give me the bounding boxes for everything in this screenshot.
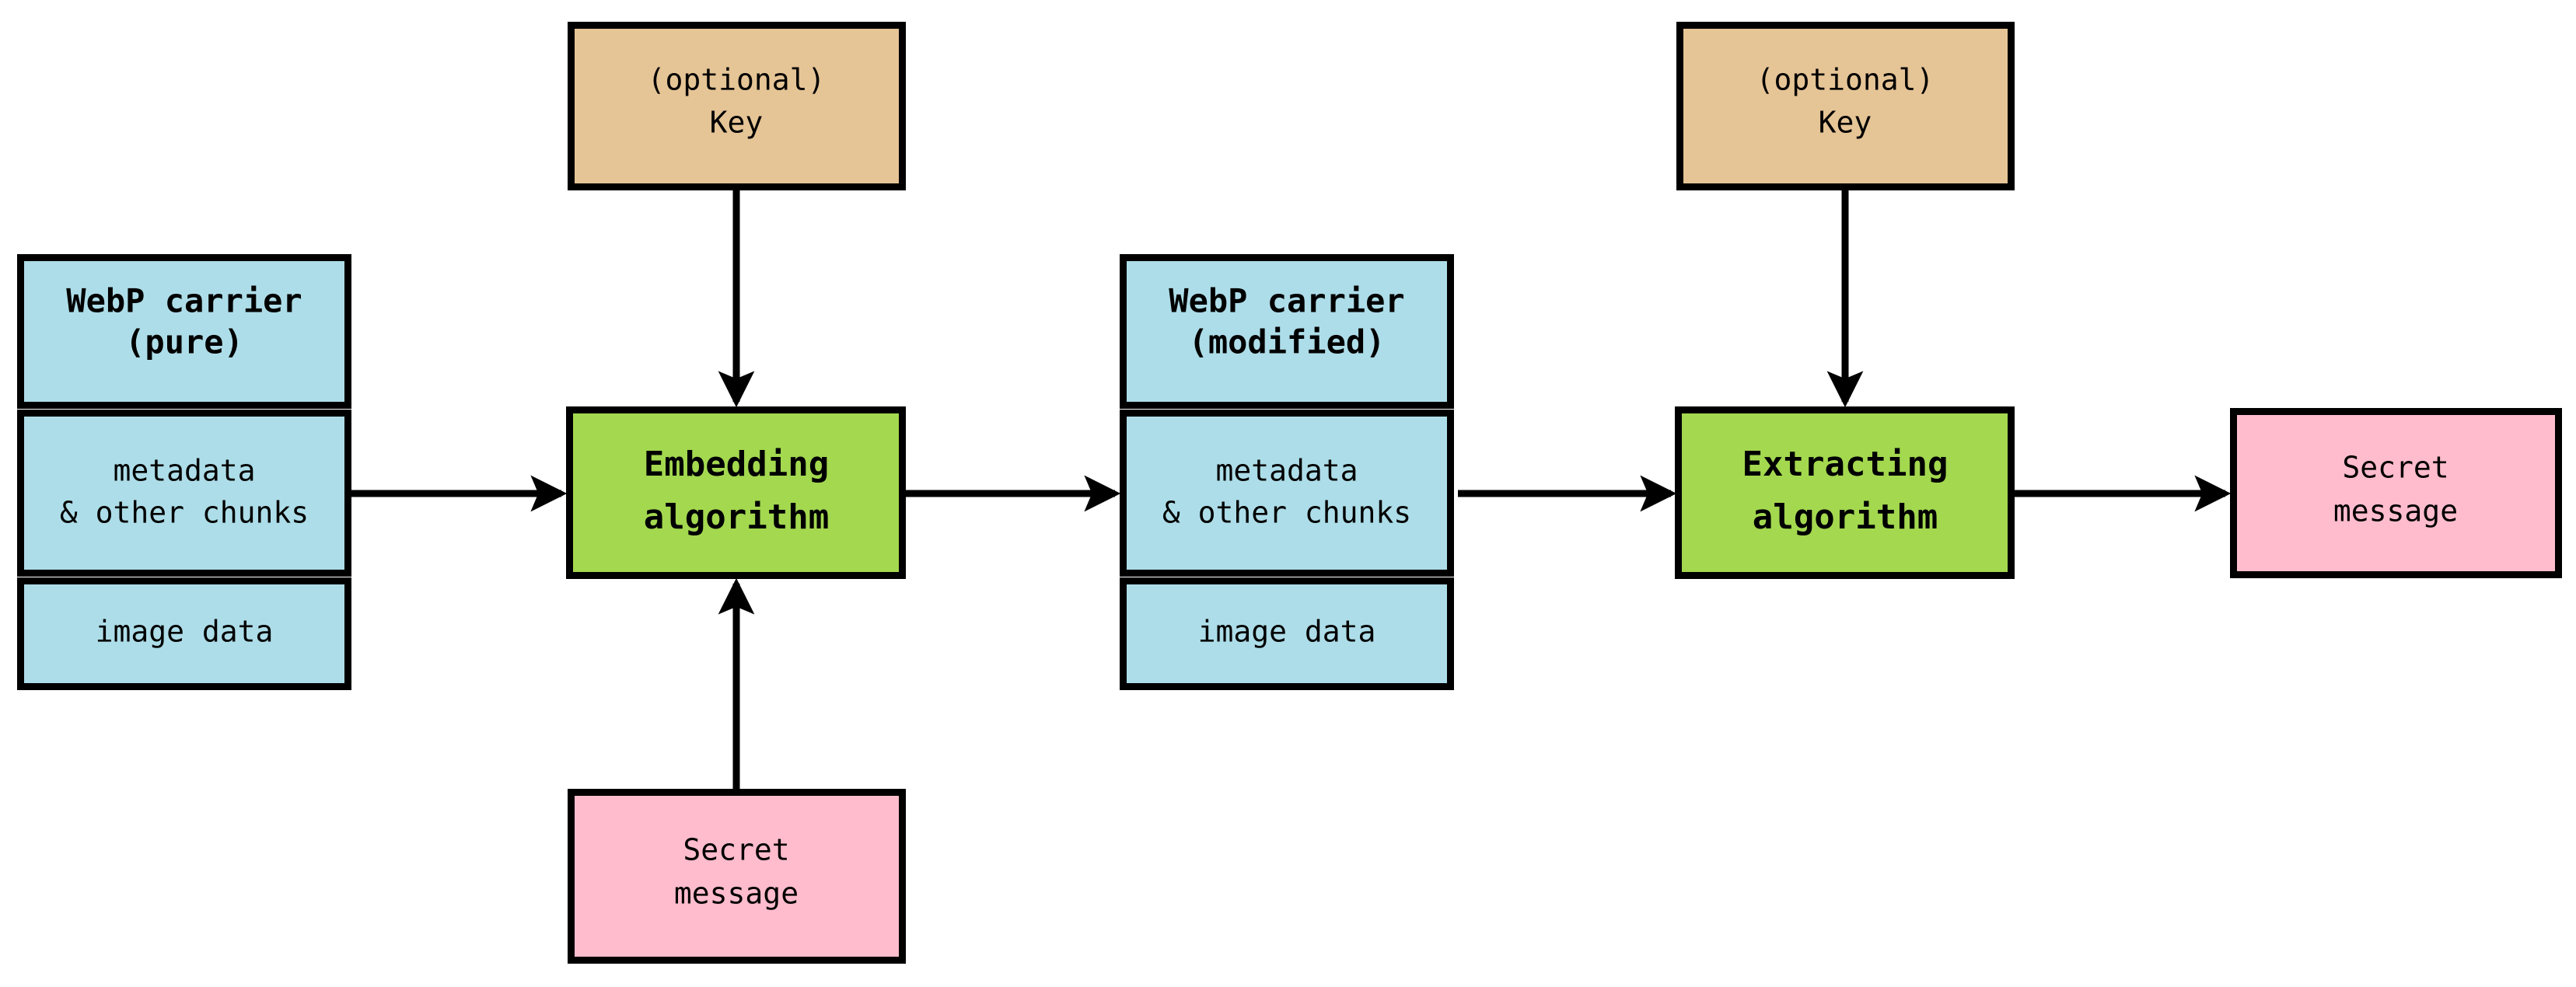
carrier-pure-section-title xyxy=(17,254,351,409)
embedding-algorithm-line1: Embedding xyxy=(644,445,829,484)
carrier-modified-metadata-line1: metadata xyxy=(1215,454,1358,488)
edges-layer xyxy=(351,190,2232,789)
carrier-modified-title-line2: (modified) xyxy=(1189,323,1386,361)
extracting-algorithm-box xyxy=(1675,406,2015,579)
key-extract-line2: Key xyxy=(1819,106,1872,140)
carrier-modified-metadata-line2: & other chunks xyxy=(1162,496,1411,530)
carrier-modified-section-title xyxy=(1120,254,1454,409)
node-embedding-algorithm[interactable]: Embedding algorithm xyxy=(566,406,906,579)
key-embed-line1: (optional) xyxy=(648,63,826,97)
carrier-modified-imagedata-label: image data xyxy=(1198,615,1376,649)
extracting-algorithm-line1: Extracting xyxy=(1742,445,1949,484)
carrier-pure-title-line1: WebP carrier xyxy=(66,282,302,320)
key-extract-line1: (optional) xyxy=(1756,63,1935,97)
carrier-pure-imagedata-label: image data xyxy=(96,615,274,649)
node-key-extract[interactable]: (optional) Key xyxy=(1676,22,2015,190)
key-extract-box xyxy=(1676,22,2015,190)
node-key-embed[interactable]: (optional) Key xyxy=(568,22,906,190)
node-secret-message-input[interactable]: Secret message xyxy=(568,789,906,964)
node-carrier-pure[interactable]: WebP carrier (pure) metadata & other chu… xyxy=(17,254,351,690)
secret-message-output-box xyxy=(2230,408,2562,578)
node-carrier-modified[interactable]: WebP carrier (modified) metadata & other… xyxy=(1120,254,1454,690)
carrier-pure-metadata-line1: metadata xyxy=(113,454,255,488)
carrier-pure-section-imagedata xyxy=(17,577,351,690)
secret-message-output-line1: Secret xyxy=(2342,451,2448,485)
secret-message-input-line1: Secret xyxy=(683,833,789,867)
extracting-algorithm-line2: algorithm xyxy=(1753,497,1938,537)
carrier-modified-section-metadata xyxy=(1120,410,1454,577)
secret-message-input-line2: message xyxy=(674,877,799,911)
carrier-pure-metadata-line2: & other chunks xyxy=(60,496,309,530)
secret-message-output-line2: message xyxy=(2333,494,2458,528)
carrier-pure-title-line2: (pure) xyxy=(125,323,243,361)
secret-message-input-box xyxy=(568,789,906,964)
node-secret-message-output[interactable]: Secret message xyxy=(2230,408,2562,578)
carrier-modified-title-line1: WebP carrier xyxy=(1169,282,1404,320)
key-embed-line2: Key xyxy=(710,106,764,140)
carrier-modified-section-imagedata xyxy=(1120,577,1454,690)
carrier-pure-section-metadata xyxy=(17,410,351,577)
key-embed-box xyxy=(568,22,906,190)
embedding-algorithm-line2: algorithm xyxy=(644,497,829,537)
node-extracting-algorithm[interactable]: Extracting algorithm xyxy=(1675,406,2015,579)
embedding-algorithm-box xyxy=(566,406,906,579)
